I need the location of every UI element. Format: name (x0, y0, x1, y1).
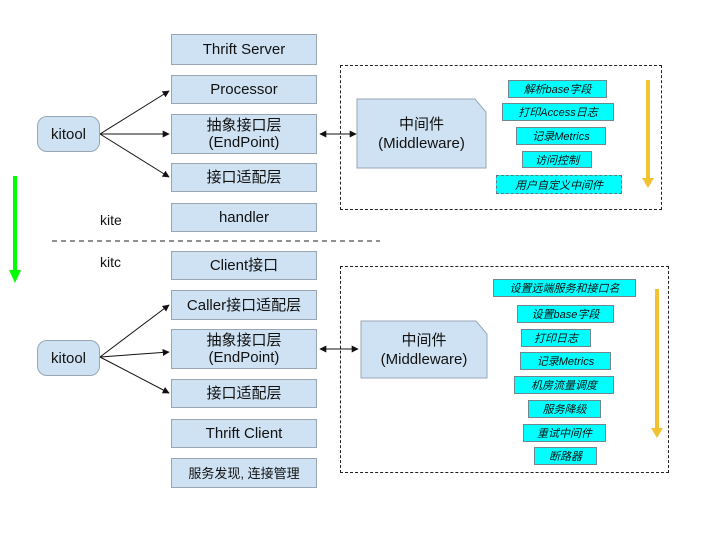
middleware-shape-kitc (360, 320, 488, 379)
arrow-kitool-to-processor (99, 90, 170, 135)
layer-client-interface: Client接口 (171, 251, 317, 280)
layer-thrift-client: Thrift Client (171, 419, 317, 448)
middleware-subtitle: (Middleware) (378, 134, 465, 152)
arrow-kitool-to-adapter (99, 133, 170, 178)
feature-chip: 设置base字段 (517, 305, 614, 323)
feature-chip: 记录Metrics (516, 127, 606, 145)
middleware-title: 中间件 (401, 331, 447, 349)
layer-label: Client接口 (209, 257, 279, 274)
feature-chip: 访问控制 (522, 151, 592, 168)
middleware-subtitle: (Middleware) (380, 350, 468, 368)
divider-label-kitc: kitc (100, 254, 121, 270)
layer-label: Processor (210, 81, 278, 98)
layer-label: 接口适配层 (206, 385, 282, 402)
layer-processor: Processor (171, 75, 317, 104)
kitool-label: kitool (50, 349, 87, 367)
yellow-arrow-kite-head (642, 178, 654, 188)
feature-chip: 解析base字段 (508, 80, 607, 98)
layer-thrift-server: Thrift Server (171, 34, 317, 65)
layer-endpoint-kite: 抽象接口层 (EndPoint) (171, 114, 317, 154)
feature-chip: 服务降级 (528, 400, 601, 418)
kitool-box-kite: kitool (37, 116, 100, 152)
layer-caller-adapter: Caller接口适配层 (171, 290, 317, 320)
kite-middleware-region (340, 65, 662, 210)
layer-label: Thrift Server (202, 41, 286, 58)
feature-chip: 记录Metrics (520, 352, 611, 370)
feature-chip: 打印Access日志 (502, 103, 614, 121)
arrow-kitool-to-endpoint-kitc (99, 348, 170, 358)
layer-label: 接口适配层 (206, 169, 282, 186)
kitool-label: kitool (50, 125, 87, 143)
middleware-kite: 中间件 (Middleware) (357, 99, 486, 168)
layer-label: 服务发现, 连接管理 (188, 465, 300, 481)
layer-label: 抽象接口层 (EndPoint) (206, 332, 282, 366)
feature-chip: 断路器 (534, 447, 597, 465)
layer-label: Thrift Client (205, 425, 283, 442)
layer-adapter-kitc: 接口适配层 (171, 379, 317, 408)
layer-handler: handler (171, 203, 317, 232)
feature-chip: 机房流量调度 (514, 376, 614, 394)
arrow-kitool-to-caller (99, 304, 170, 358)
layer-label: 抽象接口层 (EndPoint) (206, 117, 282, 151)
green-arrow-head (9, 270, 21, 283)
middleware-shape-kite (356, 98, 487, 169)
layer-label: handler (218, 209, 270, 226)
middleware-title: 中间件 (398, 115, 444, 133)
layer-service-discovery: 服务发现, 连接管理 (171, 458, 317, 488)
layer-endpoint-kitc: 抽象接口层 (EndPoint) (171, 329, 317, 369)
middleware-kitc: 中间件 (Middleware) (361, 321, 487, 378)
feature-chip: 设置远端服务和接口名 (493, 279, 636, 297)
feature-chip: 打印日志 (521, 329, 591, 347)
kitool-box-kitc: kitool (37, 340, 100, 376)
feature-chip: 重试中间件 (523, 424, 606, 442)
layer-label: Caller接口适配层 (186, 296, 302, 314)
feature-chip: 用户自定义中间件 (496, 175, 622, 194)
yellow-arrow-kitc-head (651, 428, 663, 438)
layer-adapter-kite: 接口适配层 (171, 163, 317, 192)
arrow-kitool-to-adapter-kitc (99, 356, 170, 394)
kitc-middleware-region (340, 266, 669, 473)
divider-label-kite: kite (100, 212, 122, 228)
